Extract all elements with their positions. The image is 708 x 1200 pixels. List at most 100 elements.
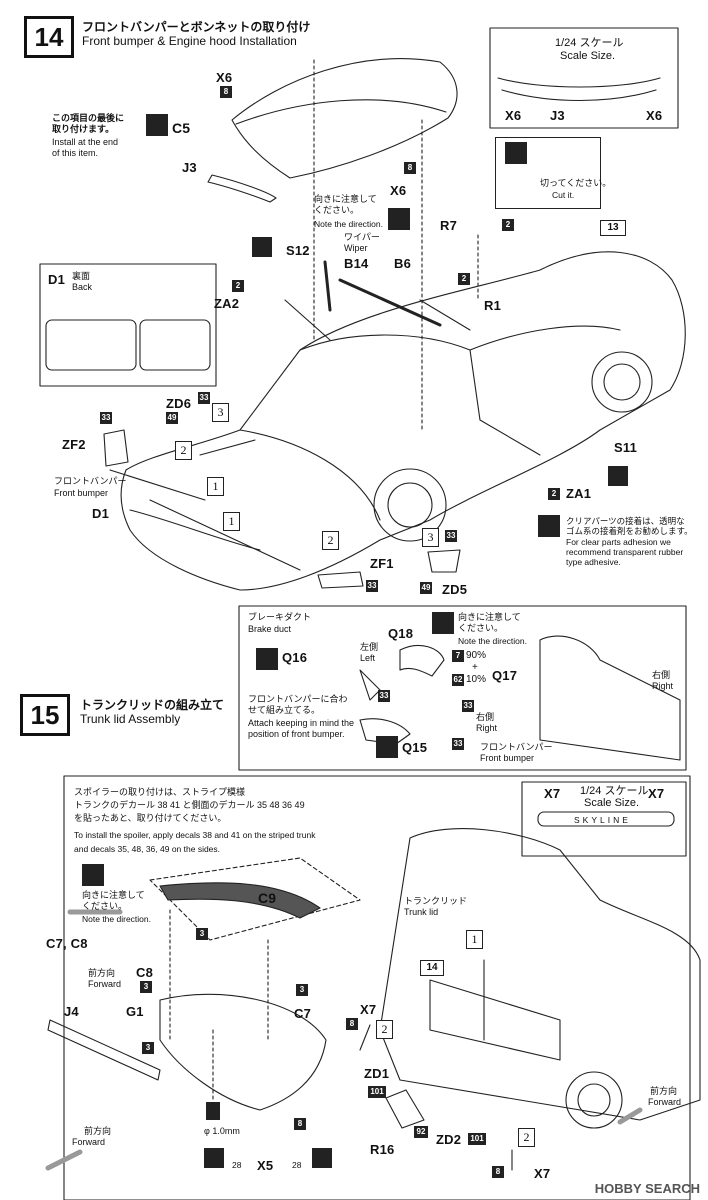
glue-icon-q16 [256,648,278,670]
cut-en: Cut it. [552,190,575,200]
right-jp-q17: 右側 [476,712,495,722]
scale14-title-en: Scale Size. [560,50,616,62]
scale15-title-en: Scale Size. [584,797,640,809]
mix-10: 10% [466,674,487,685]
spoiler-note-jp: スポイラーの取り付けは、ストライプ模様 トランクのデカール 38 41 と側面の… [74,787,305,823]
clear-adhesive-icon-s11 [608,466,628,486]
left-en: Left [360,653,376,663]
cut-box [495,137,601,209]
forward-en: Forward [88,979,122,989]
step15-title-en: Trunk lid Assembly [80,712,181,726]
brake-title-en: Brake duct [248,624,292,634]
ref-step-14: 14 [420,960,444,976]
part-zf1: ZF1 [370,556,394,571]
part-c9: C9 [258,890,277,906]
star-icon-left [204,1148,224,1168]
attach-jp: フロントバンパーに合わ せて組み立てる。 [248,694,348,715]
wiper-jp: ワイパー [344,232,380,242]
paint-code-3c: 3 [296,984,308,996]
wiper-en: Wiper [344,243,368,253]
part-q15: Q15 [402,740,428,755]
paint-code-2d: 2 [548,488,560,500]
decal-28a: 28 [232,1160,242,1170]
forward-jp: 前方向 [88,968,116,978]
part-r7: R7 [440,218,458,233]
spoiler-direction-en: Note the direction. [82,914,151,924]
glue-icon-clear [538,515,560,537]
right-jp: 右側 [652,670,671,680]
step14-title-en: Front bumper & Engine hood Installation [82,34,297,48]
scale14-label-2: J3 [550,108,565,123]
part-b6: B6 [394,256,412,271]
part-x6-top: X6 [216,70,233,85]
paint-code-101a: 101 [368,1086,386,1098]
trunk-jp: トランクリッド [404,896,468,906]
scale15-title-jp: 1/24 スケール [580,785,649,797]
forward-en-right: Forward [648,1097,682,1107]
scale15-label-1: X7 [544,786,561,801]
part-d1-inset: D1 [48,272,66,287]
scale15-label-2: X7 [648,786,665,801]
glue-icon [146,114,168,136]
spoiler-note-en: To install the spoiler, apply decals 38 … [74,830,316,854]
paint-code-49b: 49 [420,582,432,594]
part-g1: G1 [126,1004,144,1019]
ref-step-13: 13 [600,220,626,236]
note-end-jp: この項目の最後に 取り付けます。 [52,113,125,134]
paint-code-3a: 3 [196,928,208,940]
forward-en-bottom: Forward [72,1137,106,1147]
paint-code-49a: 49 [166,412,178,424]
part-s12: S12 [286,243,310,258]
part-r1: R1 [484,298,502,313]
part-j3: J3 [182,160,197,175]
paint-code-8a: 8 [294,1118,306,1130]
part-x6-bottom: X6 [390,183,407,198]
trunk-en: Trunk lid [404,907,439,917]
step-number-15: 15 [20,694,70,736]
part-j4: J4 [64,1004,79,1019]
substep-3b: 3 [422,528,439,547]
brake-bumper-jp: フロントバンパー [480,742,553,752]
mix-plus: + [472,662,478,673]
brake-bumper-en: Front bumper [480,753,535,763]
substep-2a: 2 [175,441,192,460]
front-bumper-en: Front bumper [54,488,109,498]
part-zd1: ZD1 [364,1066,390,1081]
paint-code-33b: 33 [100,412,112,424]
paint-code-8: 8 [220,86,232,98]
brake-code-33b: 33 [462,700,474,712]
scale14-label-3: X6 [646,108,663,123]
drill-size: φ 1.0mm [204,1126,240,1136]
star-icon-right [312,1148,332,1168]
step-number-14: 14 [24,16,74,58]
part-q16: Q16 [282,650,308,665]
part-zd5: ZD5 [442,582,468,597]
right-en-q17: Right [476,723,498,733]
brake-title-jp: ブレーキダクト [248,612,312,622]
brake-direction-en: Note the direction. [458,636,527,646]
part-zd6: ZD6 [166,396,192,411]
note-end-en: Install at the end of this item. [52,137,119,158]
part-za2: ZA2 [214,296,240,311]
part-b14: B14 [344,256,369,271]
scale14-title-jp: 1/24 スケール [555,37,624,49]
right-en: Right [652,681,674,691]
decal-28b: 28 [292,1160,302,1170]
part-q17: Q17 [492,668,518,683]
part-za1: ZA1 [566,486,592,501]
part-zd2: ZD2 [436,1132,462,1147]
paint-code-8b-15: 8 [346,1018,358,1030]
clear-note-jp: クリアパーツの接着は、透明な ゴム系の接着剤をお勧めします。 [566,516,693,536]
mix-code-62: 62 [452,674,464,686]
back-en: Back [72,282,93,292]
part-s11: S11 [614,440,638,455]
part-c8: C8 [136,965,154,980]
part-c5: C5 [172,120,191,136]
brake-code-33a: 33 [378,690,390,702]
paint-code-33c: 33 [445,530,457,542]
step15-title-jp: トランクリッドの組み立て [80,698,225,712]
substep-1b: 1 [223,512,240,531]
cut-icon [505,142,527,164]
paint-code-8b: 8 [404,162,416,174]
glue-icon-brake [432,612,454,634]
